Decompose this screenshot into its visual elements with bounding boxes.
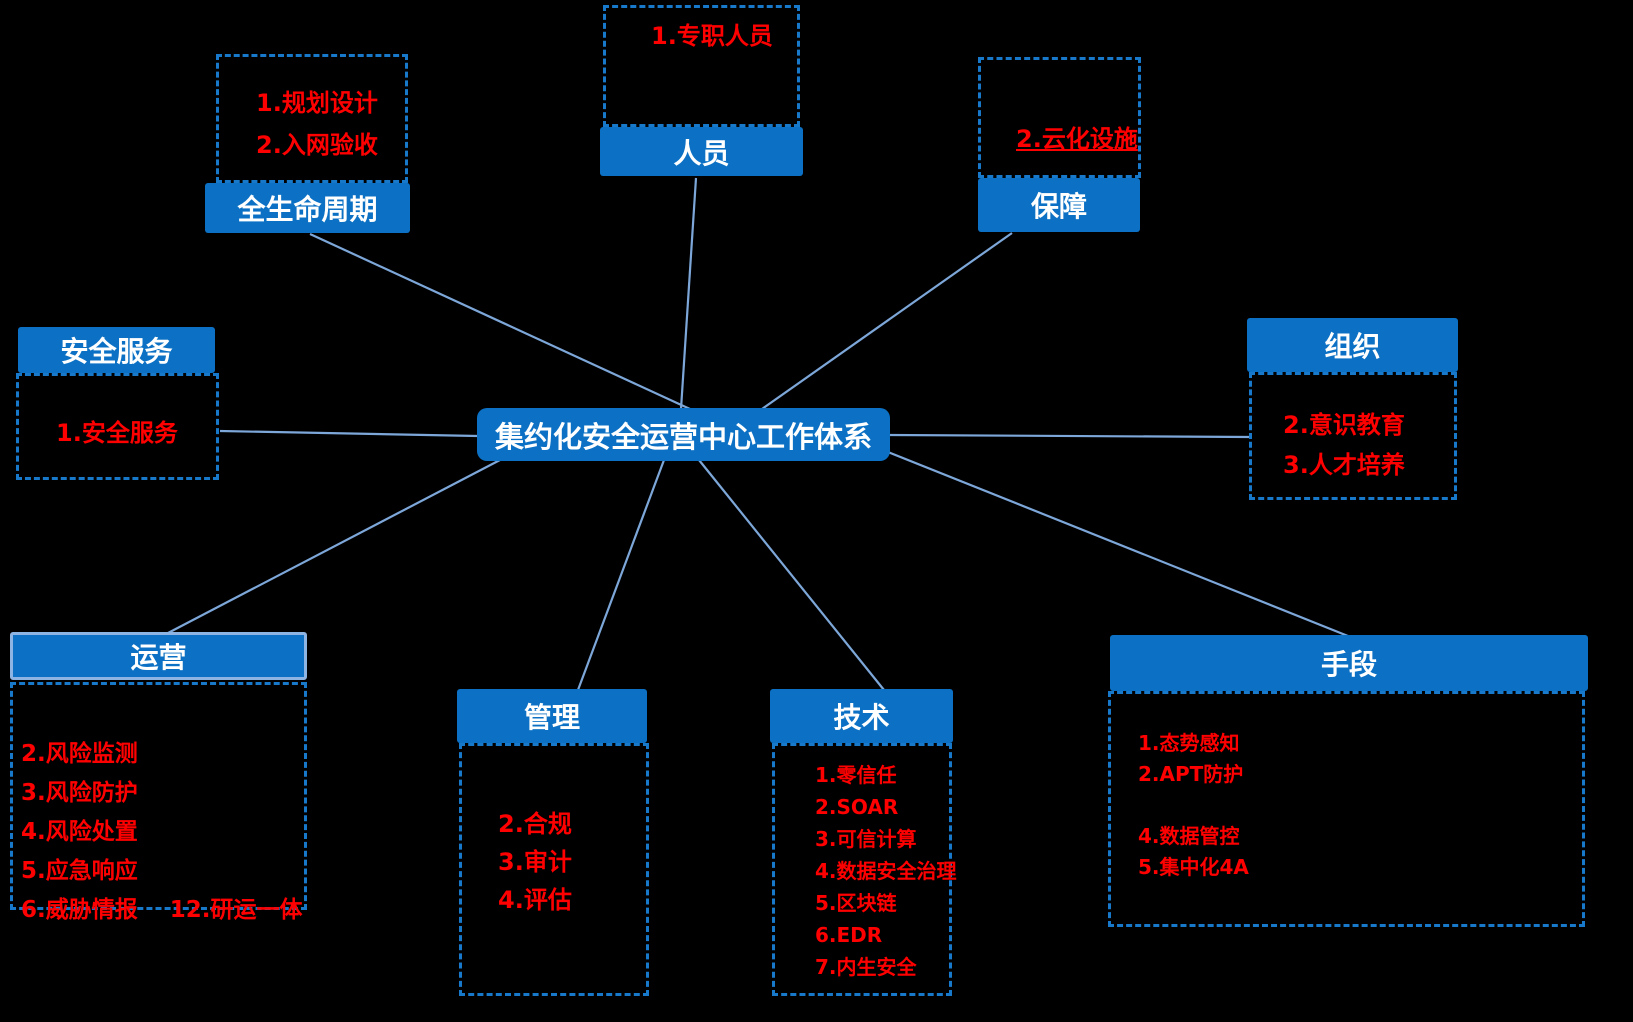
list-item: 4.风险处置 bbox=[21, 819, 138, 845]
list-item: 2.合规 bbox=[498, 810, 572, 838]
support-header: 保障 bbox=[978, 178, 1140, 232]
operations-item-box: 2.风险监测 3.风险防护 4.风险处置 5.应急响应 6.威胁情报 12.研运… bbox=[10, 682, 307, 923]
list-item: 5.应急响应 bbox=[21, 858, 138, 884]
list-item: 6.EDR bbox=[815, 923, 883, 947]
connector-support bbox=[761, 232, 1013, 410]
technology-item-box: 1.零信任 2.SOAR 3.可信计算 4.数据安全治理 5.区块链 6.EDR… bbox=[772, 743, 957, 996]
list-item: 6.威胁情报 bbox=[21, 897, 138, 923]
list-item: 2.意识教育 bbox=[1283, 411, 1405, 439]
lifecycle-header: 全生命周期 bbox=[205, 183, 410, 233]
technology-header: 技术 bbox=[770, 689, 953, 743]
management-header: 管理 bbox=[457, 689, 647, 743]
management-item-box: 2.合规 3.审计 4.评估 bbox=[459, 743, 649, 996]
list-item: 5.集中化4A bbox=[1138, 855, 1249, 879]
list-item: 2.SOAR bbox=[815, 795, 899, 819]
list-item: 1.专职人员 bbox=[651, 22, 773, 50]
connector-security-service bbox=[219, 429, 479, 438]
personnel-header: 人员 bbox=[600, 127, 803, 176]
list-item: 4.数据管控 bbox=[1138, 824, 1240, 848]
list-item: 3.可信计算 bbox=[815, 827, 917, 851]
center-title-box: 集约化安全运营中心工作体系 bbox=[477, 408, 890, 461]
support-item-box: 2.云化设施 bbox=[978, 57, 1141, 178]
list-item: 7.内生安全 bbox=[815, 955, 917, 979]
list-item: 12.研运一体 bbox=[169, 897, 303, 923]
list-item: 1.规划设计 bbox=[256, 89, 378, 117]
connector-operations bbox=[167, 459, 501, 634]
list-item: 5.区块链 bbox=[815, 891, 897, 915]
personnel-item-box: 1.专职人员 bbox=[603, 5, 800, 127]
list-item: 1.态势感知 bbox=[1138, 731, 1240, 755]
organization-header: 组织 bbox=[1247, 318, 1458, 372]
means-header: 手段 bbox=[1110, 635, 1588, 691]
connector-management bbox=[576, 459, 666, 691]
lifecycle-item-box: 1.规划设计 2.入网验收 bbox=[216, 54, 408, 183]
list-item: 3.风险防护 bbox=[21, 780, 138, 806]
connector-lifecycle bbox=[309, 233, 691, 410]
means-item-box: 1.态势感知 2.APT防护 4.数据管控 5.集中化4A bbox=[1108, 691, 1585, 927]
security-service-item-box: 1.安全服务 bbox=[16, 373, 219, 480]
list-item: 3.人才培养 bbox=[1283, 451, 1405, 479]
list-item: 1.安全服务 bbox=[56, 419, 178, 447]
list-item: 2.入网验收 bbox=[256, 131, 378, 159]
security-service-header: 安全服务 bbox=[18, 327, 215, 373]
list-item: 4.数据安全治理 bbox=[815, 859, 957, 883]
organization-item-box: 2.意识教育 3.人才培养 bbox=[1249, 372, 1457, 500]
list-item: 2.云化设施 bbox=[1016, 125, 1138, 153]
connector-personnel bbox=[679, 177, 698, 410]
connector-organization bbox=[888, 433, 1251, 439]
list-item: 3.审计 bbox=[498, 848, 572, 876]
list-item: 1.零信任 bbox=[815, 763, 897, 787]
operations-header: 运营 bbox=[10, 632, 307, 680]
list-item: 2.风险监测 bbox=[21, 741, 138, 767]
list-item: 4.评估 bbox=[498, 886, 572, 914]
connector-technology bbox=[698, 459, 885, 691]
list-item: 2.APT防护 bbox=[1138, 762, 1244, 786]
connector-means bbox=[887, 450, 1349, 638]
blank-line bbox=[1138, 790, 1582, 821]
